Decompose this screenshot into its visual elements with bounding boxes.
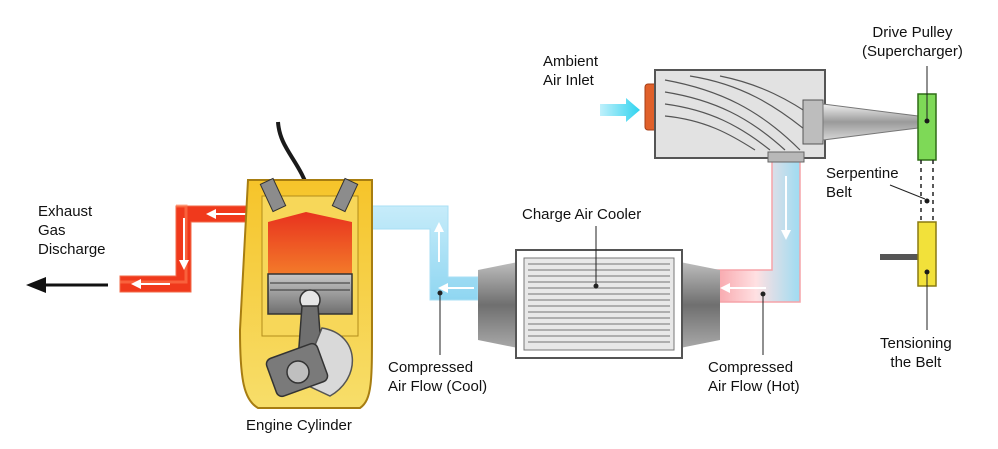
arrow-down-icon (179, 218, 189, 270)
label-compressed-air-hot: Compressed Air Flow (Hot) (708, 359, 800, 395)
arrow-left-icon (206, 209, 246, 219)
arrow-left-icon (720, 283, 766, 293)
arrow-left-icon (438, 283, 474, 293)
ambient-inlet-arrow-right-icon (600, 98, 640, 122)
engine-cylinder (238, 121, 373, 409)
label-engine-cylinder: Engine Cylinder (246, 417, 352, 434)
serpentine-belt (920, 160, 934, 222)
exhaust-arrow-left-icon (26, 277, 108, 293)
supercharger (644, 69, 919, 163)
cool-air-pipe (359, 205, 479, 301)
label-exhaust-gas-discharge: Exhaust Gas Discharge (38, 203, 106, 258)
leader-lines (437, 66, 928, 355)
label-ambient-air-inlet: Ambient Air Inlet (543, 53, 599, 89)
belt-tensioner (880, 221, 937, 287)
arrow-up-icon (434, 222, 444, 262)
charge-air-cooler (478, 249, 720, 359)
label-tensioning-belt: Tensioning the Belt (880, 335, 952, 371)
intake-valve (259, 177, 359, 213)
arrow-left-icon (131, 279, 170, 289)
label-drive-pulley: Drive Pulley (Supercharger) (862, 24, 963, 60)
label-charge-air-cooler: Charge Air Cooler (522, 206, 642, 223)
label-compressed-air-cool: Compressed Air Flow (Cool) (388, 359, 488, 395)
arrow-down-icon (781, 176, 791, 240)
label-serpentine-belt: Serpentine Belt (826, 165, 899, 201)
